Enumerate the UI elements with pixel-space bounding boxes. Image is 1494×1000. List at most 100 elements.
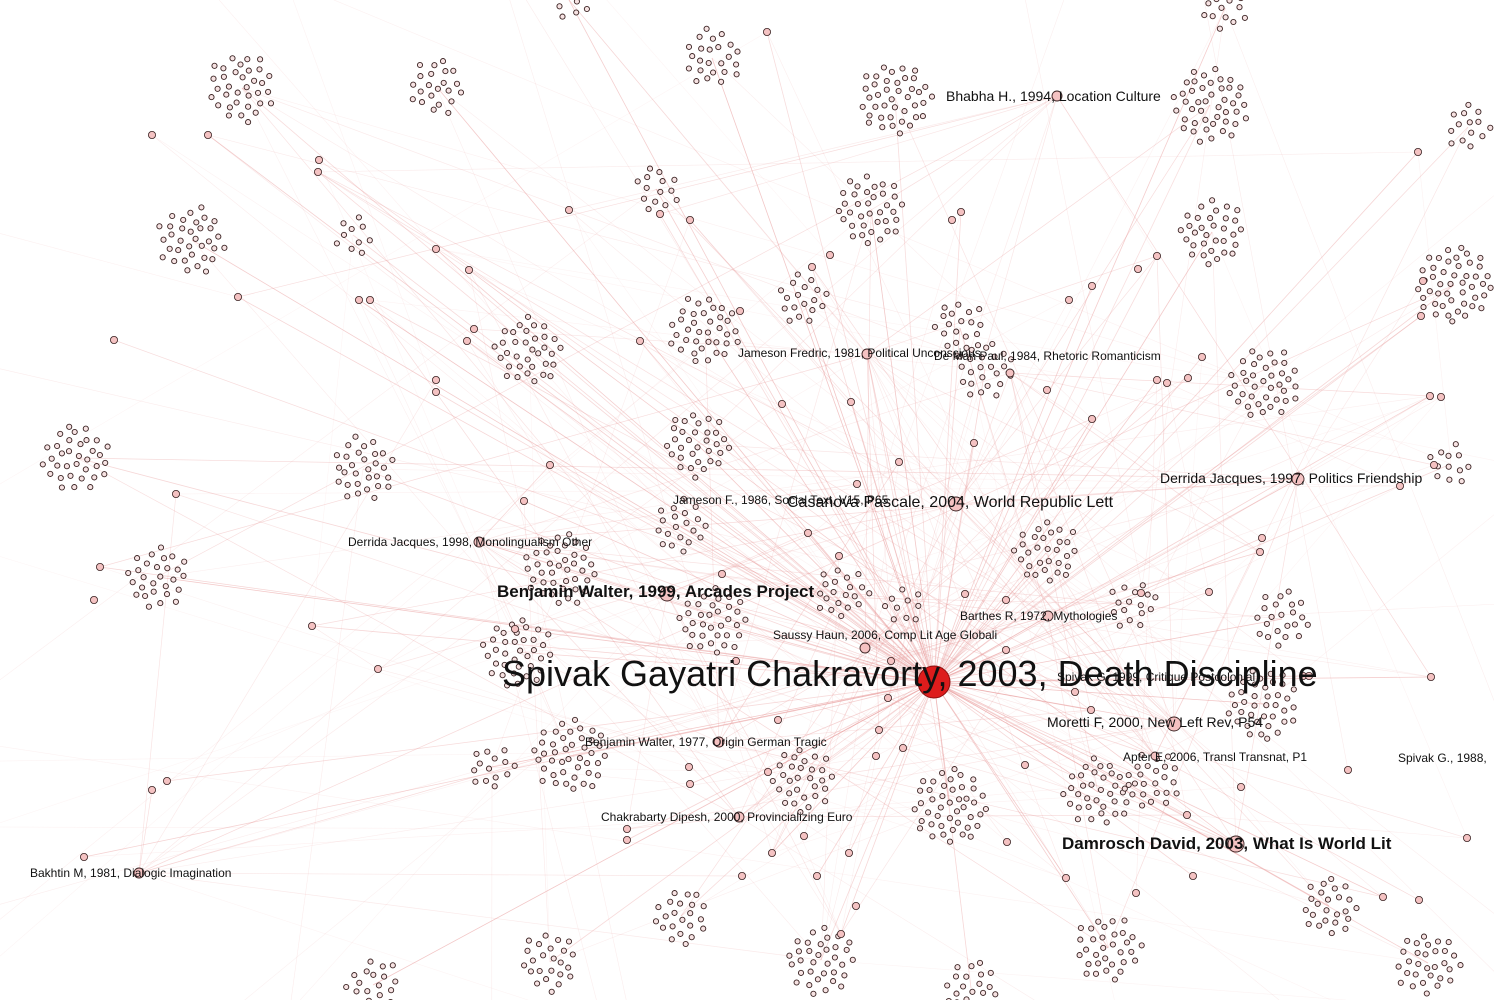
- leaf-node: [184, 267, 191, 274]
- leaf-node: [1228, 372, 1235, 379]
- leaf-node: [1184, 212, 1191, 219]
- leaf-node: [944, 982, 951, 989]
- leaf-node: [717, 449, 724, 456]
- leaf-node: [1281, 349, 1288, 356]
- node-cluster-22: [655, 495, 709, 555]
- edge-313: [514, 628, 850, 854]
- leaf-node: [84, 456, 91, 463]
- leaf-node: [949, 826, 956, 833]
- node-cluster-33: [531, 716, 608, 792]
- scattered-node-17: [826, 250, 835, 259]
- edge-224: [1045, 552, 1237, 845]
- leaf-node: [492, 774, 499, 781]
- leaf-node: [898, 118, 905, 125]
- leaf-node: [705, 59, 712, 67]
- leaf-node: [588, 737, 595, 744]
- edge-127: [887, 372, 1011, 699]
- edge-320: [549, 805, 951, 963]
- leaf-node: [226, 104, 233, 111]
- leaf-node: [846, 584, 854, 591]
- leaf-node: [668, 542, 675, 549]
- leaf-node: [1476, 263, 1483, 270]
- leaf-node: [702, 522, 709, 529]
- leaf-node: [547, 945, 554, 952]
- leaf-node: [1233, 108, 1240, 115]
- edge-83: [933, 681, 1092, 711]
- edge-311: [1090, 383, 1265, 711]
- leaf-node: [1308, 895, 1315, 902]
- edge-159: [478, 541, 571, 757]
- edge-322: [1091, 377, 1189, 420]
- scattered-node-68: [768, 849, 777, 858]
- leaf-node: [920, 778, 927, 785]
- scattered-node-57: [1396, 481, 1405, 490]
- leaf-node: [239, 74, 246, 81]
- edge-266: [138, 755, 877, 874]
- leaf-node: [1102, 955, 1109, 962]
- edge-5: [933, 126, 1469, 683]
- edge-346: [0, 556, 690, 768]
- scattered-node-52: [1002, 646, 1011, 655]
- leaf-node: [686, 643, 693, 650]
- edge-35: [802, 681, 935, 781]
- leaf-node: [163, 591, 171, 598]
- leaf-node: [697, 643, 704, 650]
- scattered-node-67: [800, 832, 809, 841]
- leaf-node: [883, 202, 891, 209]
- scattered-node-85: [835, 552, 844, 561]
- leaf-node: [1284, 622, 1291, 629]
- leaf-node: [830, 588, 837, 596]
- scattered-node-76: [837, 930, 846, 939]
- edge-144: [377, 503, 957, 670]
- leaf-node: [892, 228, 899, 235]
- leaf-node: [341, 469, 348, 476]
- leaf-node: [548, 569, 556, 576]
- leaf-node: [1132, 957, 1139, 964]
- leaf-node: [168, 231, 175, 238]
- leaf-node: [348, 462, 356, 469]
- scattered-node-40: [96, 563, 105, 572]
- edge-51: [478, 541, 935, 683]
- edge-176: [569, 615, 1049, 757]
- leaf-node: [1456, 467, 1463, 474]
- edge-42: [820, 681, 935, 961]
- leaf-node: [1432, 311, 1439, 318]
- scattered-node-98: [656, 209, 665, 218]
- leaf-node: [534, 561, 541, 568]
- leaf-node: [1226, 84, 1233, 91]
- leaf-node: [1069, 528, 1077, 536]
- leaf-node: [541, 344, 548, 351]
- leaf-node: [718, 78, 725, 85]
- leaf-node: [706, 611, 713, 618]
- leaf-node: [169, 553, 176, 560]
- leaf-node: [1198, 107, 1205, 114]
- scattered-node-79: [1132, 889, 1141, 898]
- leaf-node: [428, 70, 435, 77]
- leaf-node: [497, 354, 504, 361]
- leaf-node: [806, 317, 813, 324]
- leaf-node: [1228, 132, 1235, 139]
- leaf-node: [1420, 294, 1427, 301]
- edge-315: [1135, 379, 1158, 894]
- edge-142: [1297, 396, 1442, 480]
- leaf-node: [1241, 101, 1248, 108]
- leaf-node: [953, 808, 961, 815]
- leaf-node: [725, 444, 733, 451]
- leaf-node: [354, 490, 362, 497]
- leaf-node: [557, 344, 564, 351]
- leaf-node: [589, 783, 596, 790]
- leaf-node: [801, 284, 808, 291]
- leaf-node: [868, 228, 875, 236]
- leaf-node: [1272, 702, 1279, 709]
- leaf-node: [715, 460, 722, 467]
- node-cluster-48: [556, 0, 590, 20]
- leaf-node: [671, 176, 678, 183]
- leaf-node: [524, 370, 531, 377]
- leaf-node: [542, 932, 549, 939]
- scattered-node-77: [1003, 838, 1012, 847]
- leaf-node: [336, 464, 343, 471]
- leaf-node: [576, 755, 583, 762]
- edge-329: [83, 786, 1242, 858]
- leaf-node: [1035, 526, 1042, 533]
- edge-306: [887, 368, 986, 699]
